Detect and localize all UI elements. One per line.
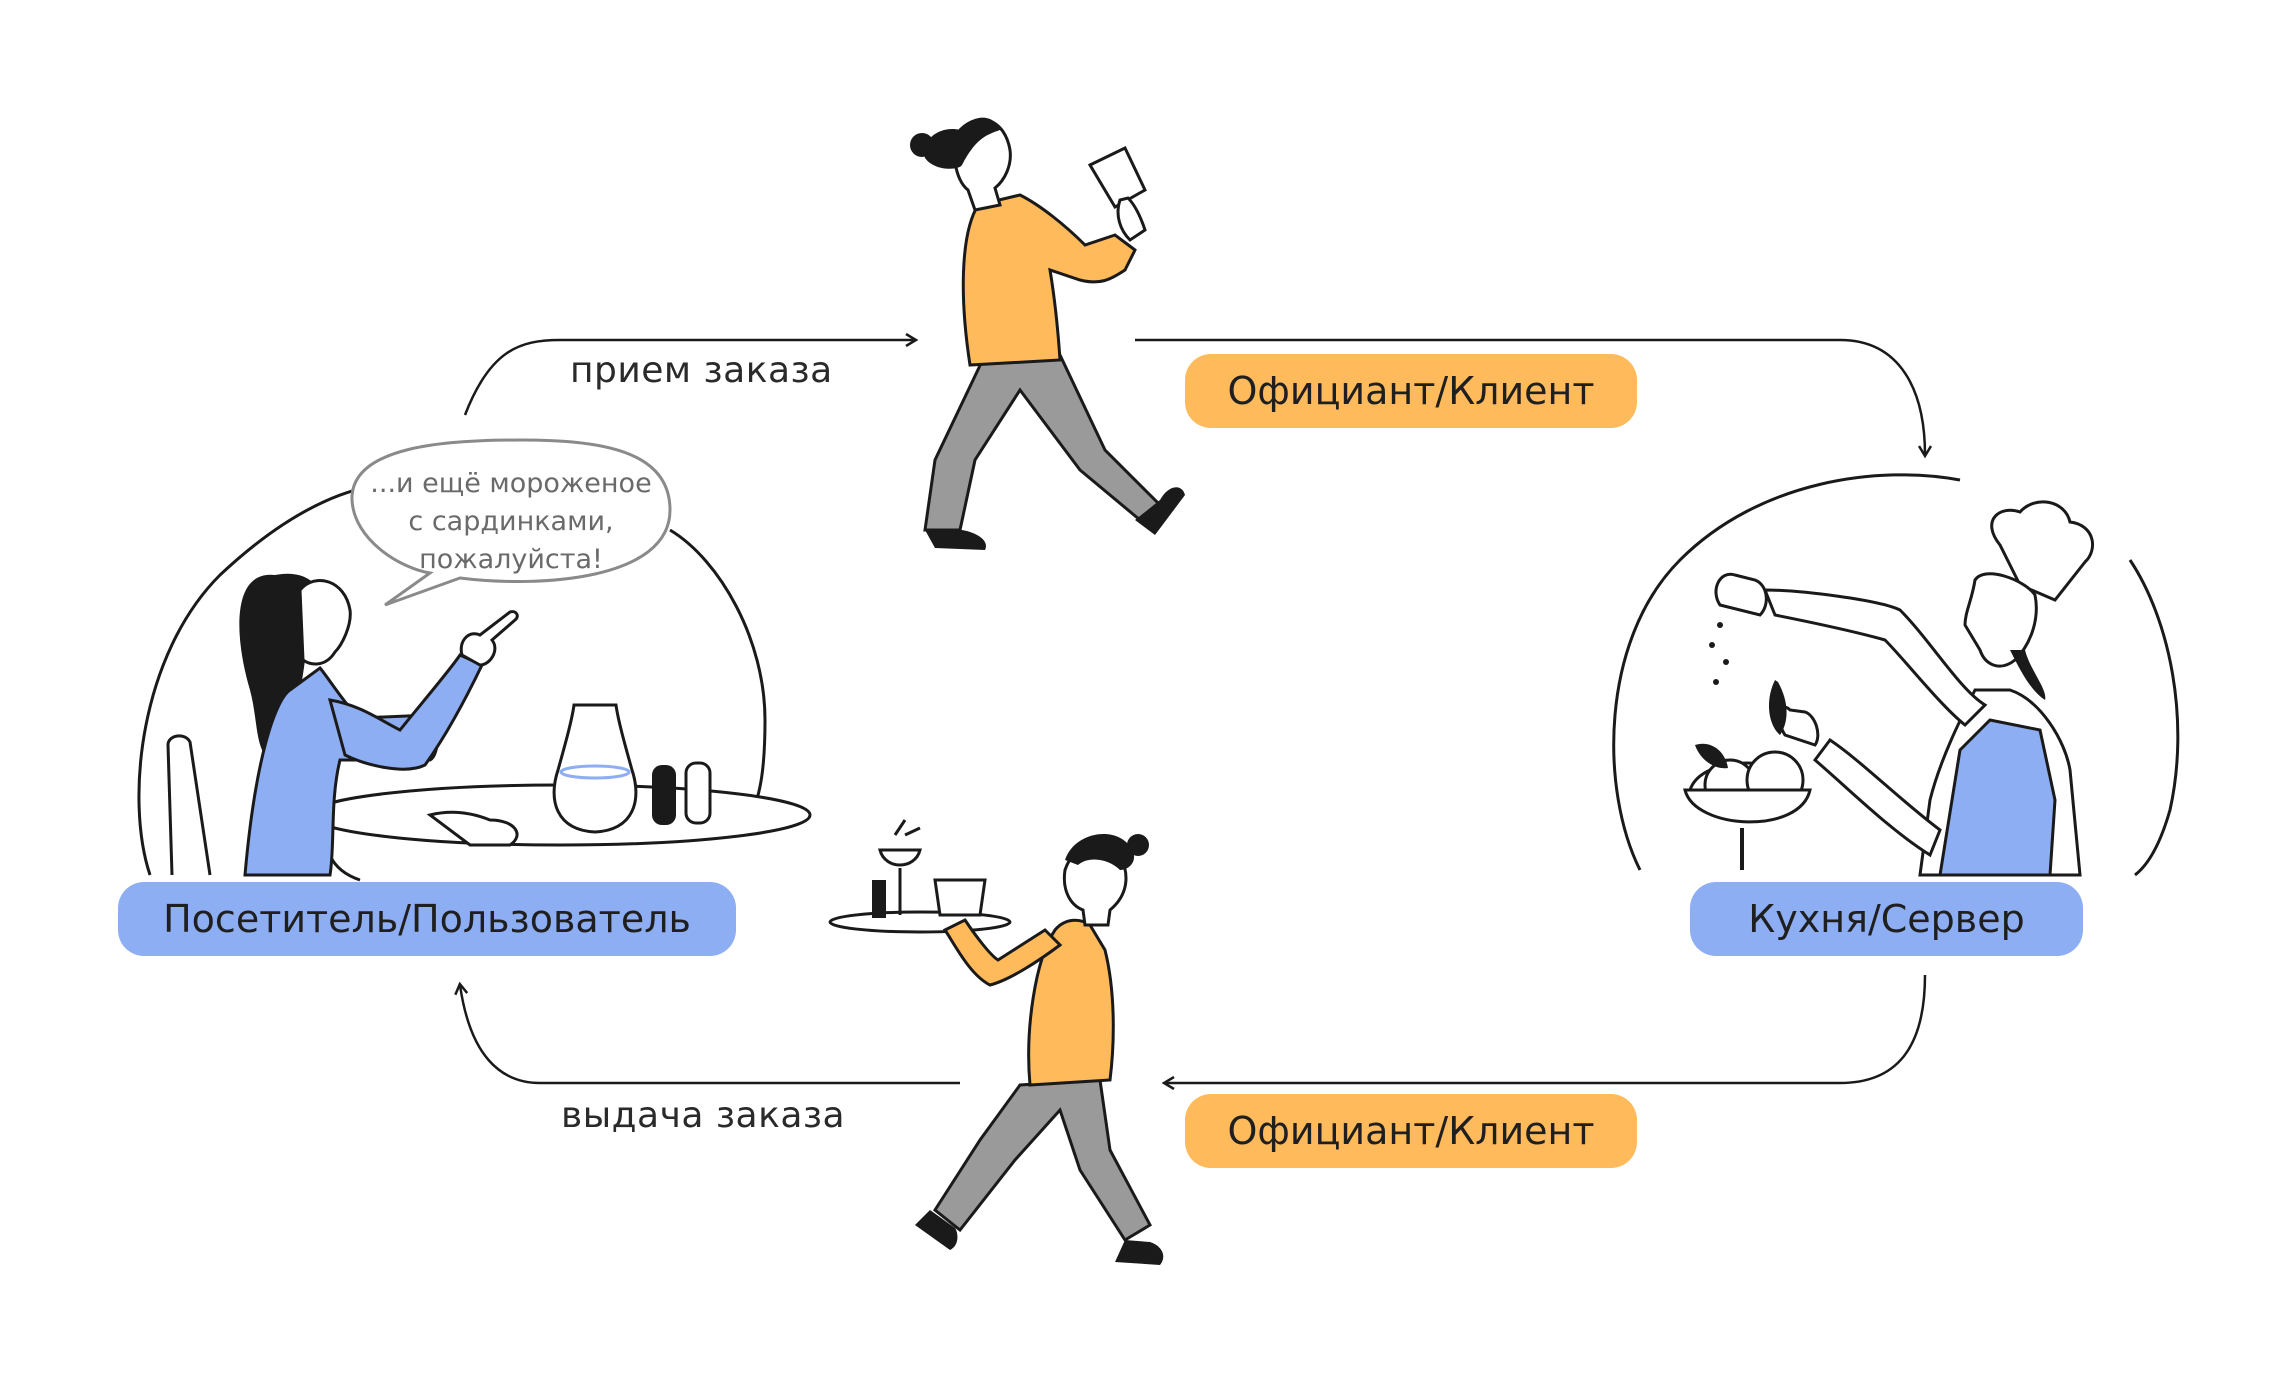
arrow-to-kitchen — [1135, 338, 1925, 455]
waiter-with-order-illustration — [910, 117, 1185, 550]
node-waiter-top: Официант/Клиент — [1185, 354, 1637, 428]
speech-line-2: с сардинками, — [408, 506, 613, 537]
arrow-deliver-order — [460, 985, 960, 1085]
salt-pepper-shakers — [652, 761, 712, 825]
tray — [828, 910, 1012, 934]
waiter-with-tray-illustration — [828, 819, 1164, 1265]
chef-scene-frame — [1612, 473, 1961, 871]
ice-cream-bowl-icon — [1683, 743, 1812, 870]
carafe-icon — [552, 703, 638, 834]
visitor-scene-frame-right — [669, 528, 767, 821]
speech-line-3: пожалуйста! — [419, 544, 603, 575]
edge-label-take-order: прием заказа — [570, 350, 833, 391]
edge-label-deliver-order: выдача заказа — [561, 1095, 846, 1136]
arrow-from-kitchen — [1165, 974, 1927, 1083]
visitor-scene-frame — [137, 483, 391, 876]
chef-illustration — [1612, 473, 2180, 877]
node-waiter-bottom: Официант/Клиент — [1185, 1094, 1637, 1168]
arrow-take-order — [463, 340, 915, 416]
speech-bubble: ...и ещё мороженое с сардинками, пожалуй… — [350, 438, 672, 607]
speech-line-1: ...и ещё мороженое — [370, 468, 651, 499]
node-server: Кухня/Сервер — [1690, 882, 2083, 956]
node-client: Посетитель/Пользователь — [118, 882, 736, 956]
